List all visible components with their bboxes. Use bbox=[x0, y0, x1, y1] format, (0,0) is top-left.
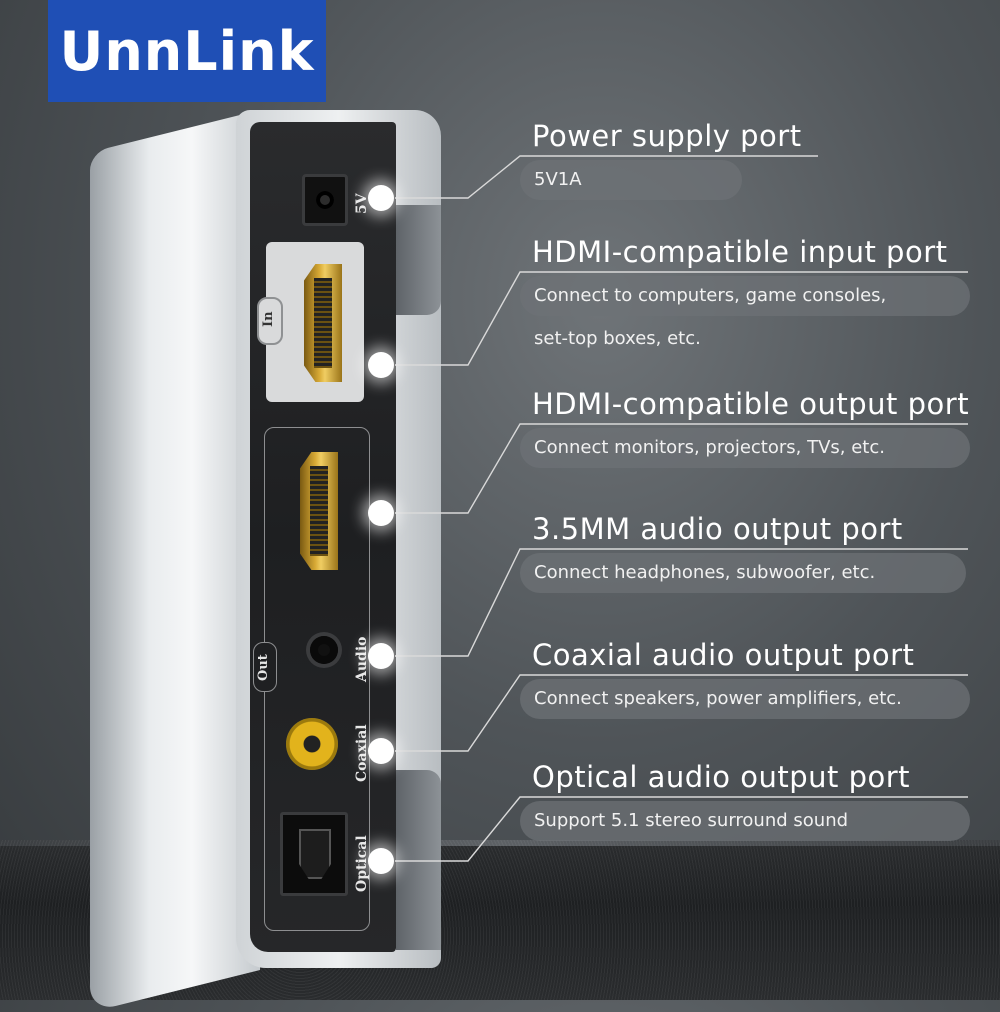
callout-title: HDMI-compatible input port bbox=[532, 235, 948, 269]
dc-power-jack bbox=[302, 174, 348, 226]
callout-desc: Support 5.1 stereo surround sound bbox=[520, 801, 970, 841]
callout-title: 3.5MM audio output port bbox=[532, 512, 903, 546]
device-notch-bottom bbox=[396, 770, 441, 950]
callout-hdmi-input: HDMI-compatible input port Connect to co… bbox=[520, 234, 970, 350]
callout-dot-power bbox=[368, 185, 394, 211]
callout-dot-hdmi-out bbox=[368, 500, 394, 526]
optical-toslink-port bbox=[280, 812, 348, 896]
callout-desc: Connect monitors, projectors, TVs, etc. bbox=[520, 428, 970, 468]
in-tab: In bbox=[257, 297, 283, 345]
callout-dot-hdmi-in bbox=[368, 352, 394, 378]
output-group-frame: Out bbox=[253, 427, 370, 931]
callout-audio-35mm: 3.5MM audio output port Connect headphon… bbox=[520, 511, 970, 593]
hdmi-output-port bbox=[300, 452, 338, 570]
callout-desc: Connect speakers, power amplifiers, etc. bbox=[520, 679, 970, 719]
audio-3-5mm-jack bbox=[310, 636, 338, 664]
device-port-panel: 5V In Out Audio Coaxial Optical bbox=[250, 122, 396, 952]
callout-desc: 5V1A bbox=[520, 160, 742, 200]
callout-desc: Connect to computers, game consoles, set… bbox=[520, 276, 970, 350]
callout-desc-line2: set-top boxes, etc. bbox=[534, 328, 701, 349]
callout-title: Coaxial audio output port bbox=[532, 638, 915, 672]
callout-desc-line1: Connect to computers, game consoles, bbox=[520, 276, 970, 316]
callout-dot-audio bbox=[368, 643, 394, 669]
callout-coaxial: Coaxial audio output port Connect speake… bbox=[520, 637, 970, 719]
brand-logo: UnnLink bbox=[48, 0, 326, 102]
callout-title: Optical audio output port bbox=[532, 760, 911, 794]
callout-dot-coaxial bbox=[368, 738, 394, 764]
brand-logo-text: UnnLink bbox=[59, 19, 315, 83]
callout-dot-optical bbox=[368, 848, 394, 874]
callout-desc: Connect headphones, subwoofer, etc. bbox=[520, 553, 966, 593]
callout-power: Power supply port 5V1A bbox=[520, 118, 820, 200]
callout-optical: Optical audio output port Support 5.1 st… bbox=[520, 759, 970, 841]
hdmi-input-housing: In bbox=[257, 242, 364, 402]
coaxial-rca-jack bbox=[286, 718, 338, 770]
hdmi-input-port bbox=[304, 264, 342, 382]
callout-title: Power supply port bbox=[532, 119, 802, 153]
callout-hdmi-output: HDMI-compatible output port Connect moni… bbox=[520, 386, 970, 468]
out-tab: Out bbox=[253, 642, 277, 692]
device-notch-top bbox=[396, 205, 441, 315]
callout-title: HDMI-compatible output port bbox=[532, 387, 970, 421]
